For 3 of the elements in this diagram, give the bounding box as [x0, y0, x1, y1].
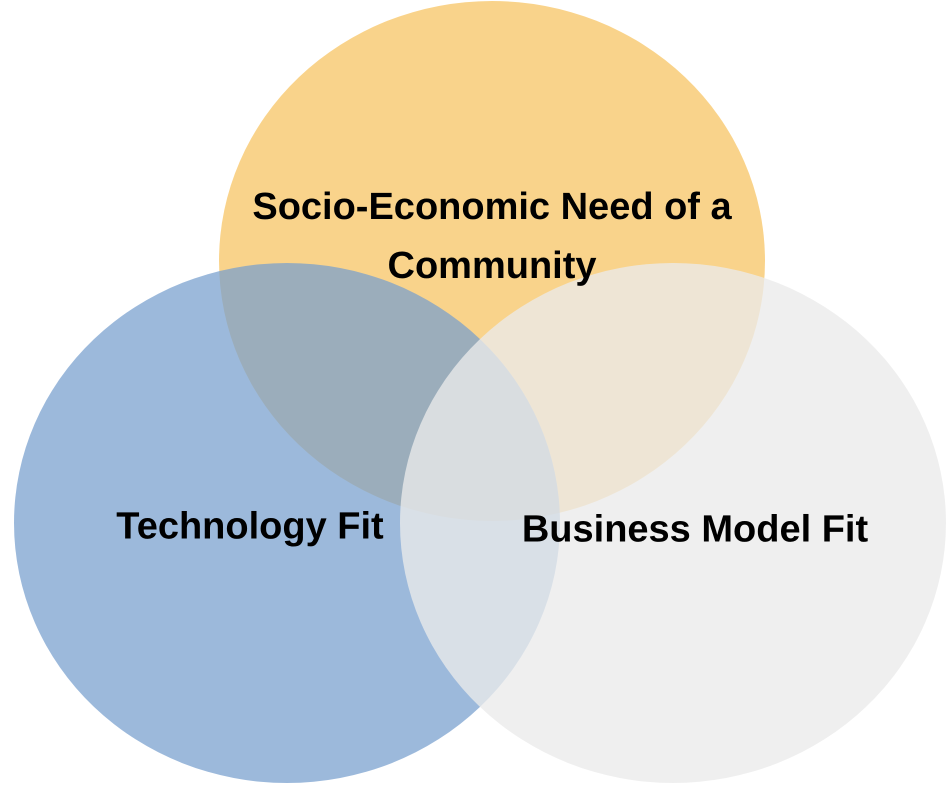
circle-label: Business Model Fit: [520, 508, 870, 553]
circle-label: Technology Fit: [115, 504, 385, 550]
circle-label: Socio-Economic Need of a Community: [251, 185, 733, 289]
